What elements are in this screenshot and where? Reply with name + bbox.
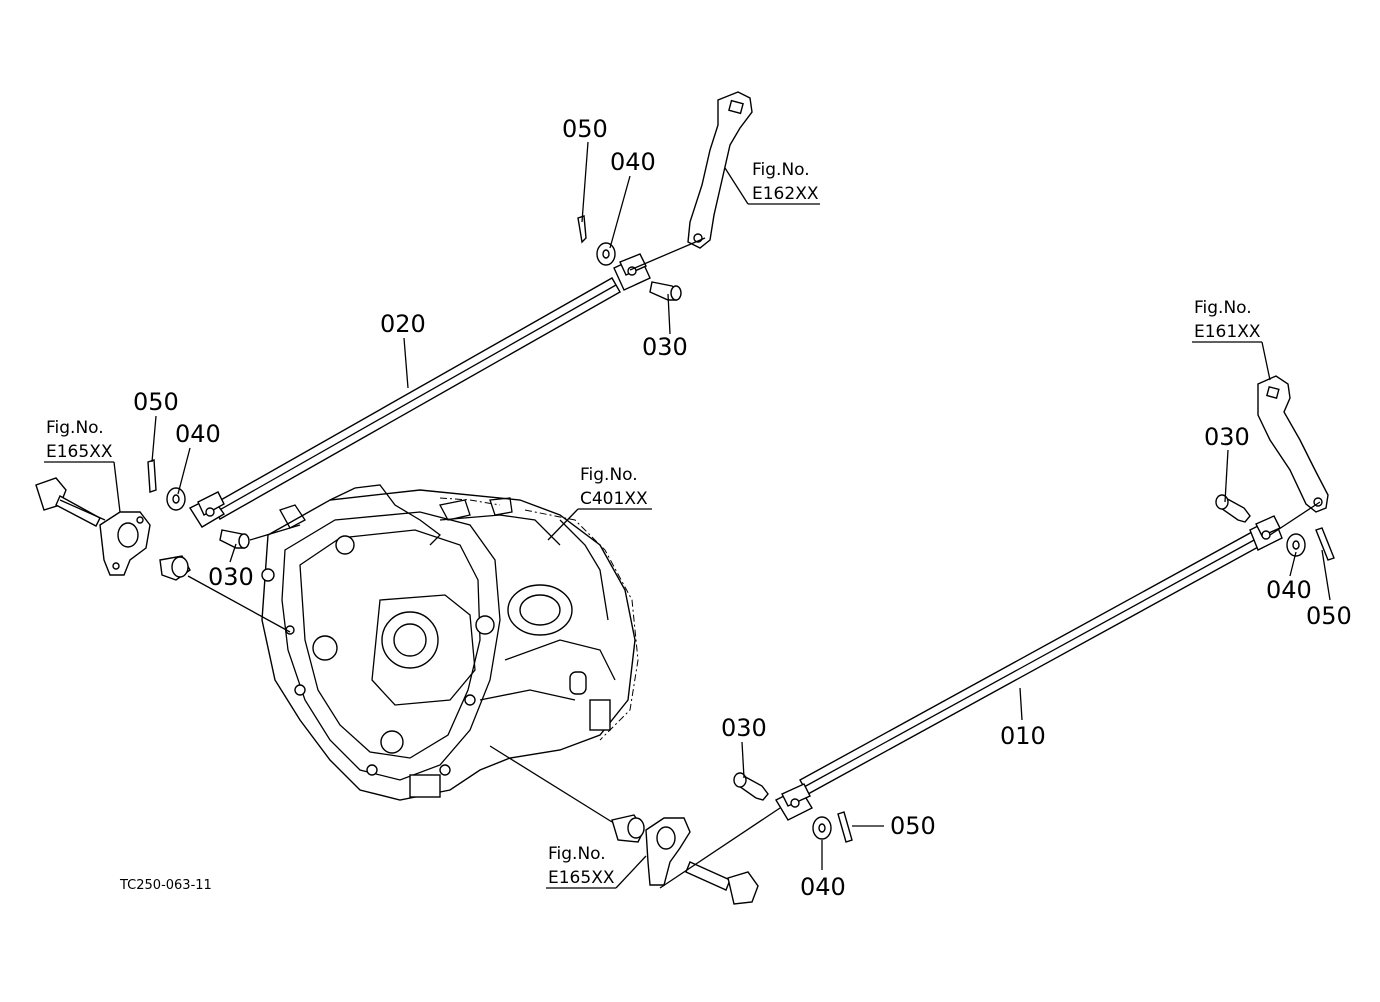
upper-washer xyxy=(596,242,616,266)
ref-e161-line1: Fig.No. xyxy=(1194,298,1252,318)
callout-040-upper: 040 xyxy=(610,148,656,176)
callout-050-left: 050 xyxy=(133,388,179,416)
ref-e161-line2: E161XX xyxy=(1194,322,1261,342)
callout-050-upper: 050 xyxy=(562,115,608,143)
lower-washer xyxy=(812,816,832,840)
left-clevis xyxy=(188,491,226,528)
rod-010 xyxy=(799,531,1261,795)
lower-clevis-pin xyxy=(733,772,769,801)
lower-cotter-pin xyxy=(837,811,853,843)
left-cotter-pin xyxy=(147,459,157,493)
upper-lever-arm xyxy=(687,91,753,249)
callout-040-lower: 040 xyxy=(800,873,846,901)
alignment-lines xyxy=(59,237,1321,889)
callout-030-lower: 030 xyxy=(721,714,767,742)
ref-c401-line1: Fig.No. xyxy=(580,465,638,485)
right-lever-arm xyxy=(1257,375,1329,513)
callout-040-left: 040 xyxy=(175,420,221,448)
callout-010: 010 xyxy=(1000,722,1046,750)
ref-c401-line2: C401XX xyxy=(580,489,648,509)
drawing-code: TC250-063-11 xyxy=(119,878,212,893)
callout-020: 020 xyxy=(380,310,426,338)
bottom-pivot-bracket xyxy=(611,814,759,905)
right-clevis-pin xyxy=(1215,494,1251,523)
ref-e165-left-line2: E165XX xyxy=(46,442,113,462)
right-cotter-pin xyxy=(1315,527,1335,561)
callout-040-right: 040 xyxy=(1266,576,1312,604)
transmission-housing xyxy=(261,484,639,801)
upper-clevis xyxy=(613,253,651,291)
ref-e162-line1: Fig.No. xyxy=(752,160,810,180)
lower-left-clevis xyxy=(775,783,813,821)
left-washer xyxy=(166,487,186,511)
left-pivot-bracket xyxy=(35,477,191,581)
ref-e165-bottom-line2: E165XX xyxy=(548,868,615,888)
right-washer xyxy=(1286,533,1306,557)
upper-clevis-pin xyxy=(649,281,682,301)
callout-050-right: 050 xyxy=(1306,602,1352,630)
callout-030-right: 030 xyxy=(1204,423,1250,451)
left-clevis-pin xyxy=(219,529,250,549)
callout-030-left: 030 xyxy=(208,563,254,591)
lower-right-clevis xyxy=(1249,515,1283,551)
callout-050-lower: 050 xyxy=(890,812,936,840)
ref-e162-line2: E162XX xyxy=(752,184,819,204)
ref-e165-bottom-line1: Fig.No. xyxy=(548,844,606,864)
leader-lines xyxy=(44,141,1331,889)
callout-030-upper: 030 xyxy=(642,333,688,361)
ref-e165-left-line1: Fig.No. xyxy=(46,418,104,438)
